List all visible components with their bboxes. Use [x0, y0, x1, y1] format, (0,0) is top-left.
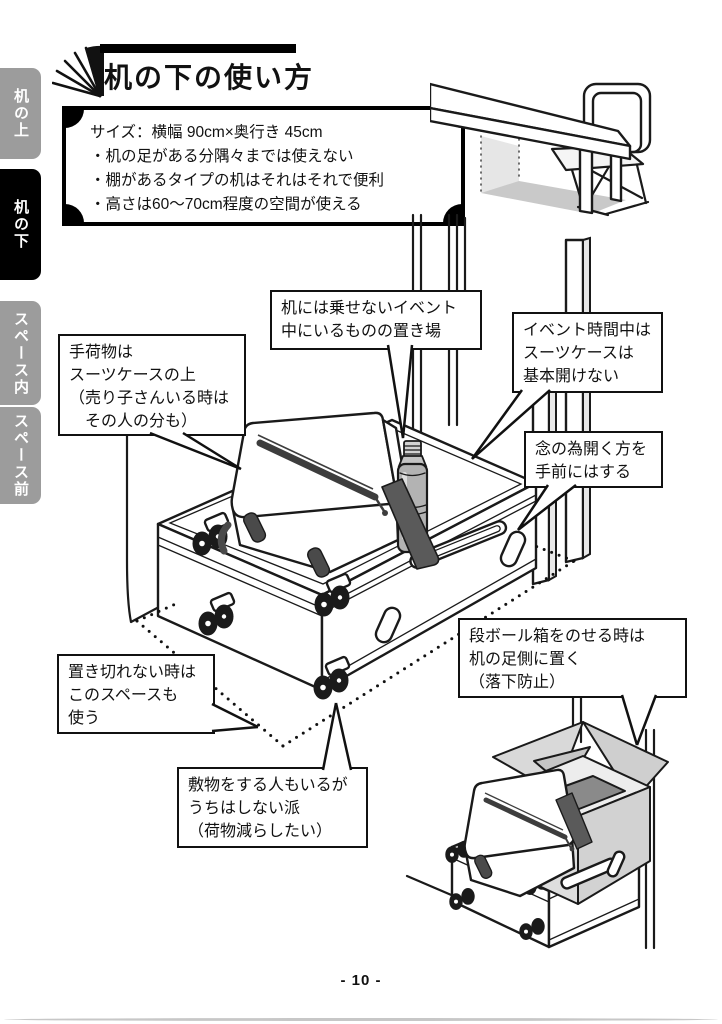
tab-label: 机の上 — [12, 88, 29, 139]
desk-leg-posts — [531, 236, 591, 586]
cardboard-box-scene-illustration — [405, 690, 669, 950]
corner-ornament — [65, 204, 84, 223]
callout-line: 敷物をする人もいるが — [188, 777, 348, 794]
callout-hand-luggage: 手荷物は スーツケースの上 （売り子さんいる時は その人の分も） — [58, 334, 246, 436]
callout-line: （売り子さんいる時は — [69, 390, 230, 407]
callout-line: このスペースも — [68, 687, 179, 704]
size-info-box: サイズ：横幅 90cm×奥行き 45cm ・机の足がある分隅々までは使えない ・… — [62, 106, 465, 226]
size-line: サイズ：横幅 90cm×奥行き 45cm — [90, 124, 323, 141]
callout-line: 中にいるものの置き場 — [281, 323, 442, 340]
tab-desk-top[interactable]: 机の上 — [0, 68, 41, 159]
page-edge — [4, 1018, 718, 1021]
size-info-text: サイズ：横幅 90cm×奥行き 45cm ・机の足がある分隅々までは使えない ・… — [90, 121, 384, 217]
callout-line: 手荷物は — [69, 344, 134, 361]
tab-space-front[interactable]: スペース前 — [0, 407, 41, 504]
folding-fan-icon — [52, 45, 104, 98]
shoulder-strap — [381, 478, 440, 570]
callout-line: （荷物減らしたい） — [188, 823, 333, 840]
callout-line: 使う — [68, 710, 101, 727]
callout-floor-mat: 敷物をする人もいるが うちはしない派 （荷物減らしたい） — [177, 767, 368, 848]
suitcase-scene-illustration — [125, 213, 591, 748]
callout-event-time: イベント時間中は スーツケースは 基本開けない — [512, 312, 663, 393]
callout-overflow-space: 置き切れない時は このスペースも 使う — [57, 654, 215, 734]
callout-line: その人の分も） — [69, 413, 198, 430]
page-number: - 10 - — [340, 972, 382, 989]
desk-under-space-illustration — [430, 82, 652, 217]
callout-line: 机の足側に置く — [469, 651, 582, 668]
small-messenger-bag — [463, 768, 593, 898]
callout-line: 段ボール箱をのせる時は — [469, 628, 646, 645]
side-foot — [374, 606, 402, 644]
zipper-pull — [382, 510, 388, 516]
page-title: 机の下の使い方 — [104, 62, 315, 93]
side-foot — [499, 530, 527, 568]
corner-ornament — [65, 109, 84, 128]
callout-storage-place: 机には乗せないイベント 中にいるものの置き場 — [270, 290, 482, 350]
tab-space-inside[interactable]: スペース内 — [0, 301, 41, 405]
floor-line — [405, 874, 465, 902]
callout-line: スーツケースの上 — [69, 367, 196, 384]
callout-line: うちはしない派 — [188, 800, 301, 817]
callout-line: （落下防止） — [469, 674, 566, 691]
info-bullet: ・高さは60〜70cm程度の空間が使える — [90, 196, 362, 213]
tab-desk-under[interactable]: 机の下 — [0, 169, 41, 280]
callout-cardboard-box: 段ボール箱をのせる時は 机の足側に置く （落下防止） — [458, 618, 687, 698]
callout-line: 念の為開く方を — [535, 441, 648, 458]
info-bullet: ・机の足がある分隅々までは使えない — [90, 148, 354, 165]
zipper-stripe — [256, 439, 379, 501]
side-foot — [606, 850, 626, 878]
tab-label: スペース内 — [12, 310, 29, 396]
callout-line: イベント時間中は — [523, 322, 652, 339]
tab-label: 机の下 — [12, 199, 29, 250]
callout-line: 置き切れない時は — [68, 664, 197, 681]
title-bar — [100, 44, 296, 53]
messenger-bag — [217, 411, 409, 578]
callout-line: 机には乗せないイベント — [281, 300, 458, 317]
callout-line: 基本開けない — [523, 368, 620, 385]
info-bullet: ・棚があるタイプの机はそれはそれで便利 — [90, 172, 385, 189]
tab-label: スペース前 — [12, 413, 29, 498]
callout-line: 手前にはする — [535, 464, 632, 481]
callout-line: スーツケースは — [523, 345, 634, 362]
wall-edge — [125, 356, 230, 624]
callout-open-side: 念の為開く方を 手前にはする — [524, 431, 663, 488]
